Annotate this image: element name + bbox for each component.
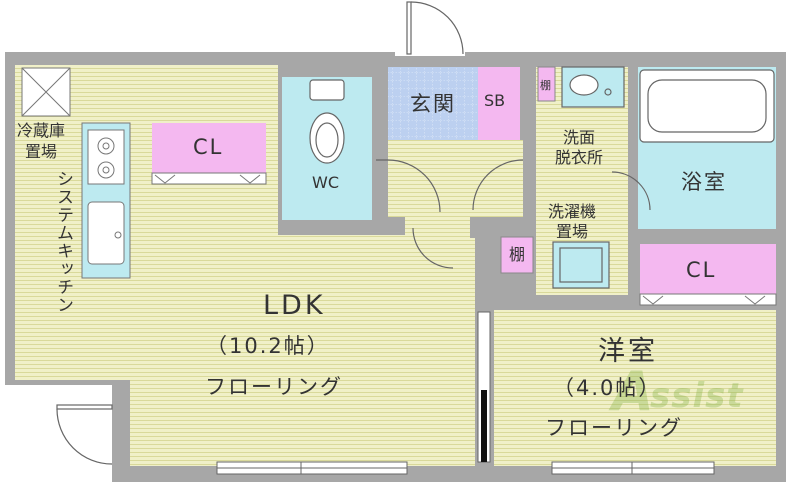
washroom-label: 洗面 脱衣所 <box>555 128 604 167</box>
watermark-logo-text: ssist <box>650 376 744 416</box>
shelf-small-box <box>537 66 556 102</box>
closet-doors-ldk <box>151 172 267 185</box>
kitchen-counter <box>81 122 131 279</box>
wc-label: WC <box>312 173 339 192</box>
fridge-label: 冷蔵庫 置場 <box>17 121 66 161</box>
washbasin <box>561 66 625 108</box>
entrance-label: 玄関 <box>410 92 456 116</box>
western-room-size-label: （4.0帖） <box>553 376 662 400</box>
shelf-small-label: 棚 <box>540 79 551 92</box>
washing-machine-pan <box>552 241 610 289</box>
western-room-floor <box>494 310 776 466</box>
bathtub <box>639 69 775 143</box>
closet-ldk-label: CL <box>193 135 224 159</box>
windows <box>216 461 715 475</box>
laundry-label: 洗濯機 置場 <box>548 202 597 241</box>
shoe-box <box>478 67 520 140</box>
entrance-floor <box>388 67 478 140</box>
shelf-box <box>500 236 534 274</box>
ldk-side-door <box>56 404 113 465</box>
watermark-logo-letter: A <box>612 360 655 423</box>
closet-ldk <box>152 123 266 173</box>
toilet <box>309 79 345 164</box>
closet-western <box>640 244 776 294</box>
fridge-space <box>21 67 71 117</box>
bath-label: 浴室 <box>681 170 727 194</box>
ldk-size-label: （10.2帖） <box>206 334 330 358</box>
shelf-label: 棚 <box>509 245 526 264</box>
western-room-label: 洋室 <box>598 336 658 367</box>
closet-western-label: CL <box>686 258 717 282</box>
ldk-floor-label: フローリング <box>205 375 343 399</box>
kitchen-label: システムキッチン <box>53 170 73 314</box>
hall-doors <box>376 159 651 269</box>
entrance-door <box>406 1 464 55</box>
shoe-box-label: SB <box>484 91 506 110</box>
ldk-label: LDK <box>263 290 326 321</box>
sliding-partition <box>477 311 491 463</box>
western-room-floor-label: フローリング <box>545 416 683 440</box>
closet-doors-western <box>639 293 777 306</box>
hall-floor <box>388 140 523 217</box>
